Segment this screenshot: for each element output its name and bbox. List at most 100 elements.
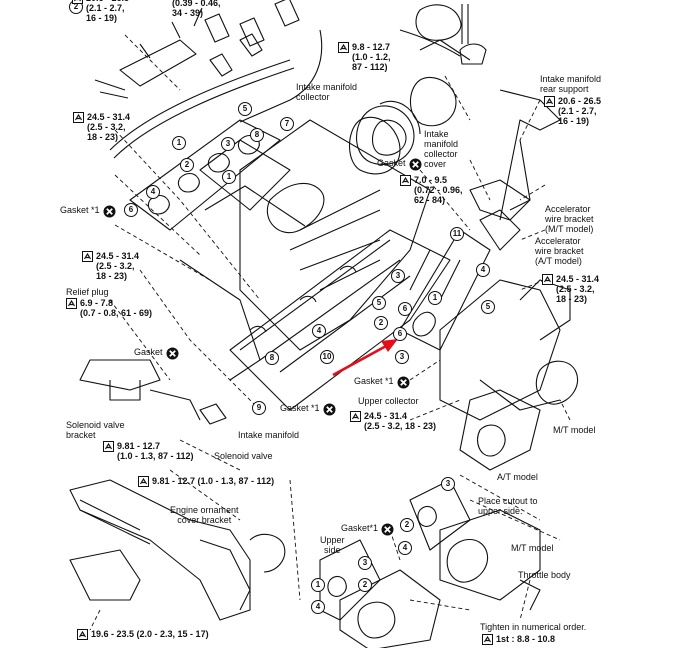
gasket-mid-left: Gasket <box>134 347 179 360</box>
replace-gasket-icon <box>409 158 422 171</box>
callout-5: 5 <box>372 296 386 310</box>
callout-2: 2 <box>180 158 194 172</box>
callout-8: 8 <box>265 351 279 365</box>
torque-value: 20.6 - 26.5 (2.1 - 2.7, 16 - 19) <box>86 0 129 23</box>
torque-wrench-icon <box>82 251 93 262</box>
torque-value: 20.6 - 26.5 (2.1 - 2.7, 16 - 19) <box>558 96 602 126</box>
label-intake-manifold-collector: Intake manifold collector <box>296 82 358 102</box>
torque-wrench-icon <box>77 629 88 640</box>
callout-3: 3 <box>395 350 409 364</box>
callout-1: 1 <box>172 136 186 150</box>
torque-rear-support: 20.6 - 26.5 (2.1 - 2.7, 16 - 19) <box>544 96 601 126</box>
replace-gasket-icon <box>381 523 394 536</box>
gasket-label: Gasket *1 <box>280 403 320 413</box>
gasket-label: Gasket <box>134 347 163 357</box>
torque-value: 24.5 - 31.4 (2.5 - 3.2, 18 - 23) <box>556 274 600 304</box>
label-mt-model-2: M/T model <box>511 543 554 553</box>
label-solenoid-valve: Solenoid valve <box>214 451 273 461</box>
gasket-label: Gasket <box>377 158 406 168</box>
torque-right-mid: 24.5 - 31.4 (2.5 - 3.2, 18 - 23) <box>542 274 599 304</box>
label-accel-bracket-at: Accelerator wire bracket (A/T model) <box>535 236 584 266</box>
torque-value: 24.5 - 31.4 (2.5 - 3.2, 18 - 23) <box>96 251 140 281</box>
replace-gasket-icon <box>166 347 179 360</box>
label-solenoid-bracket: Solenoid valve bracket <box>66 420 125 440</box>
label-rear-support: Intake manifold rear support <box>540 74 602 94</box>
gasket-bottom: Gasket*1 <box>341 523 394 536</box>
ornament-bracket <box>69 479 286 621</box>
gasket-left: Gasket *1 <box>60 205 116 218</box>
torque-wrench-icon <box>103 441 114 452</box>
torque-wrench-icon <box>66 298 77 309</box>
label-mt-model: M/T model <box>553 425 596 435</box>
callout-7: 7 <box>280 117 294 131</box>
torque-wrench-icon <box>138 476 149 487</box>
replace-gasket-icon <box>397 376 410 389</box>
replace-gasket-icon <box>103 205 116 218</box>
solenoid-bracket <box>79 359 227 425</box>
gasket-label: Gasket *1 <box>60 205 100 215</box>
gasket-label: Gasket *1 <box>354 376 394 386</box>
callout-3: 3 <box>441 477 455 491</box>
label-intake-manifold: Intake manifold <box>238 430 300 440</box>
label-throttle-body: Throttle body <box>518 570 571 580</box>
label-collector-cover: Intake manifold collector cover <box>424 129 459 169</box>
gasket-label: Gasket*1 <box>341 523 379 533</box>
torque-wrench-icon <box>542 274 553 285</box>
callout-4: 4 <box>398 541 412 555</box>
callout-5: 5 <box>238 102 252 116</box>
torque-relief: 6.9 - 7.8 (0.7 - 0.8, 61 - 69) <box>66 298 152 318</box>
label-upper-collector: Upper collector <box>358 396 419 406</box>
callout-11: 11 <box>450 227 464 241</box>
tighten-order-label: Tighten in numerical order. <box>480 622 587 632</box>
label-upper-side: Upper side <box>320 535 345 555</box>
label-ornament-bracket: Engine ornament cover bracket <box>170 505 239 525</box>
torque-wrench-icon <box>350 411 361 422</box>
label-at-model: A/T model <box>497 472 538 482</box>
upper-collector-body <box>439 279 578 471</box>
label-accel-bracket-mt: Accelerator wire bracket (M/T model) <box>545 204 594 234</box>
callout-9: 9 <box>252 401 266 415</box>
torque-wrench-icon <box>400 175 411 186</box>
gasket-plate-right <box>399 229 491 351</box>
throttle-body-group <box>319 479 541 648</box>
callout-4: 4 <box>146 185 160 199</box>
torque-upper-collector: 24.5 - 31.4 (2.5 - 3.2, 18 - 23) <box>350 411 436 431</box>
callout-6: 6 <box>398 302 412 316</box>
callout-2: 2 <box>400 518 414 532</box>
torque-top-small: (0.39 - 0.46, 34 - 39) <box>172 0 221 18</box>
callout-1: 1 <box>428 291 442 305</box>
callout-10: 10 <box>320 350 334 364</box>
callout-8: 8 <box>250 128 264 142</box>
torque-first: 1st : 8.8 - 10.8 <box>482 634 555 645</box>
torque-value: 9.81 - 12.7 (1.0 - 1.3, 87 - 112) <box>117 441 194 461</box>
callout-1: 1 <box>311 578 325 592</box>
label-place-cutout: Place cutout to upper side. <box>478 496 538 516</box>
fuel-injectors <box>94 0 487 123</box>
torque-wrench-icon <box>72 0 83 4</box>
callout-4: 4 <box>311 600 325 614</box>
collector-body <box>199 100 431 351</box>
callout-6: 6 <box>124 203 138 217</box>
torque-wrench-icon <box>482 634 493 645</box>
callout-6: 6 <box>393 327 407 341</box>
gasket-center: Gasket *1 <box>280 403 336 416</box>
torque-wrench-icon <box>73 112 84 123</box>
callout-3: 3 <box>221 137 235 151</box>
callout-2: 2 <box>374 316 388 330</box>
intake-manifold-body <box>179 229 451 411</box>
torque-wrench-icon <box>338 42 349 53</box>
callout-2: 2 <box>358 578 372 592</box>
torque-cover: 7.0 - 9.5 (0.72 - 0.96, 62 - 84) <box>400 175 463 205</box>
gasket-right: Gasket *1 <box>354 376 410 389</box>
torque-wrench-icon <box>544 96 555 107</box>
torque-value: 1st : 8.8 - 10.8 <box>496 634 556 644</box>
torque-left-mid: 24.5 - 31.4 (2.5 - 3.2, 18 - 23) <box>82 251 139 281</box>
torque-value: 9.8 - 12.7 (1.0 - 1.2, 87 - 112) <box>352 42 391 72</box>
gasket-plate-left <box>129 119 281 231</box>
torque-value: 9.81 - 12.7 (1.0 - 1.3, 87 - 112) <box>152 476 275 486</box>
torque-value: 19.6 - 23.5 (2.0 - 2.3, 15 - 17) <box>91 629 209 639</box>
torque-value: 7.0 - 9.5 (0.72 - 0.96, 62 - 84) <box>414 175 463 205</box>
callout-1: 1 <box>222 170 236 184</box>
callout-3: 3 <box>358 556 372 570</box>
